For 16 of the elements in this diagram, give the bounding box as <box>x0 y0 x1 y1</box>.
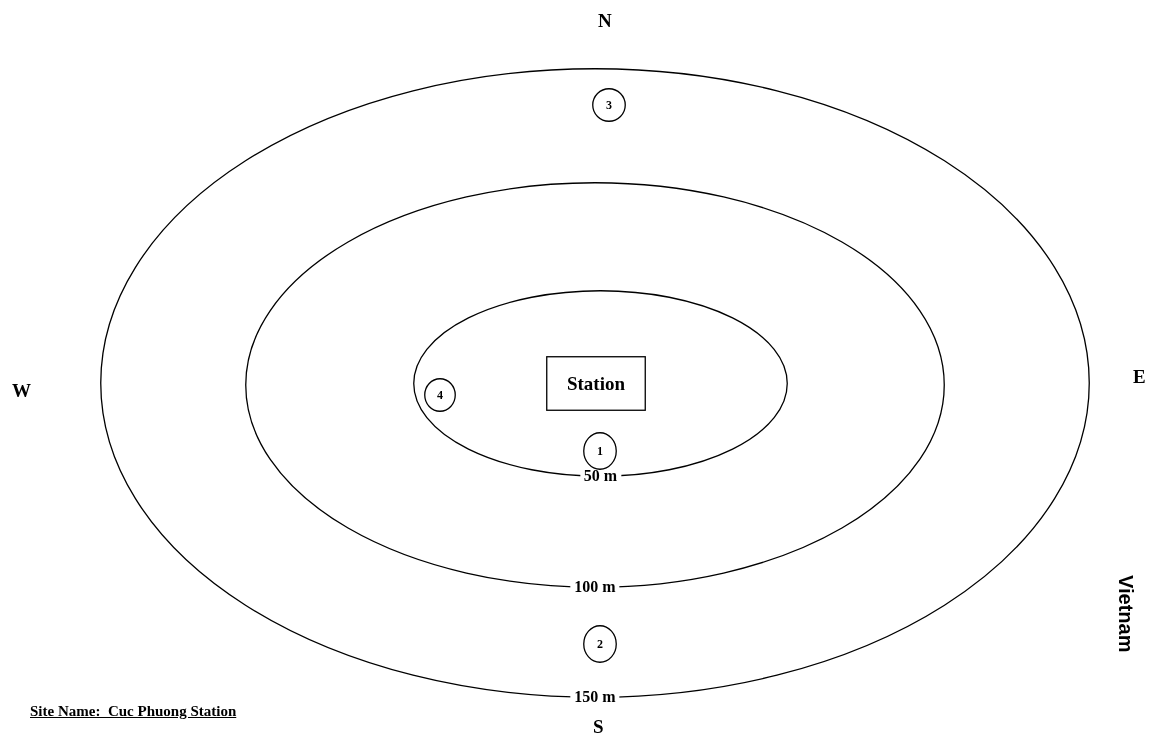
point-number: 4 <box>437 388 443 402</box>
station-label: Station <box>566 372 626 395</box>
compass-label: W <box>12 380 31 402</box>
compass-label: S <box>593 716 604 738</box>
point-number: 2 <box>597 637 603 651</box>
point-number: 3 <box>606 98 612 112</box>
country-label: Vietnam <box>1114 575 1137 653</box>
sampling-point-circle <box>583 625 617 663</box>
sampling-point-circle <box>424 378 456 412</box>
compass-label: E <box>1133 366 1146 388</box>
station-box <box>546 356 646 411</box>
point-number: 1 <box>597 444 603 458</box>
sampling-point-circle <box>583 432 617 470</box>
compass-label: N <box>598 10 612 32</box>
sampling-point-circle <box>592 88 626 122</box>
site-name-label: Site Name: Cuc Phuong Station <box>30 703 237 720</box>
